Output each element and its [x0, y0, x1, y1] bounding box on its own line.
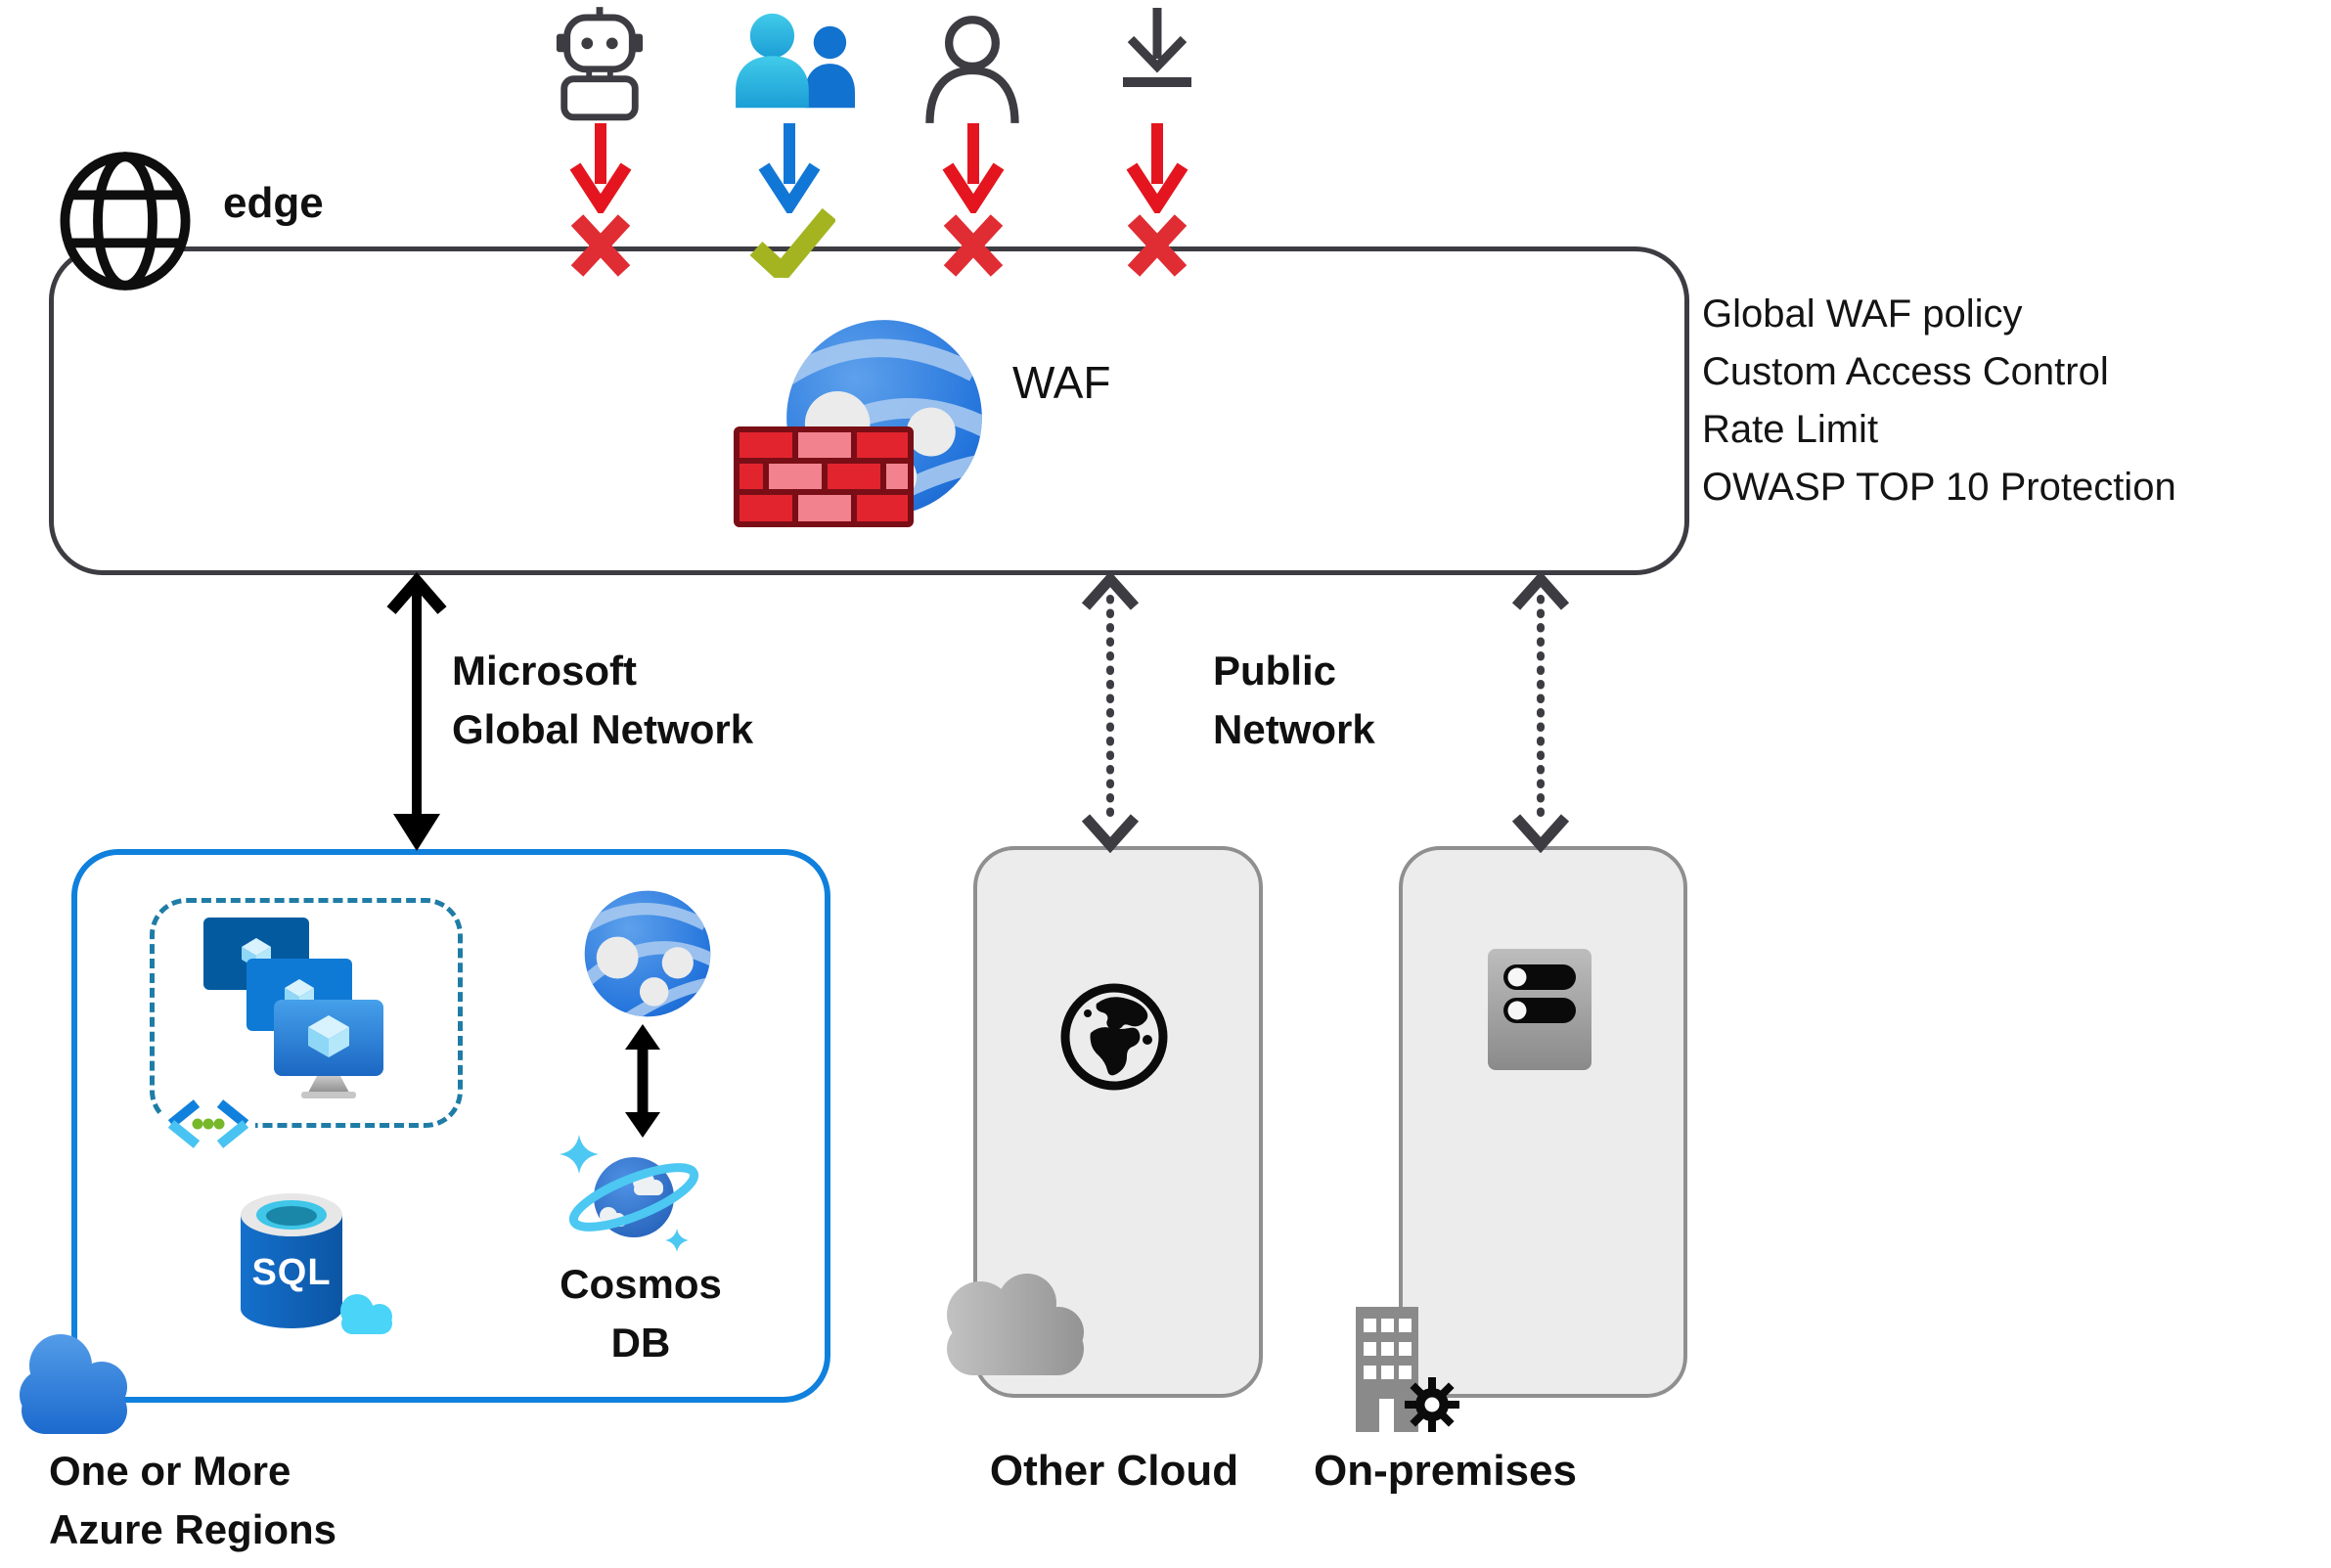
azure-region-label: One or More Azure Regions [49, 1448, 337, 1552]
waf-label: WAF [1012, 357, 1111, 408]
gear-icon [1405, 1377, 1459, 1432]
blocked-arrow-download [1126, 123, 1188, 213]
on-premises-label: On-premises [1314, 1447, 1577, 1495]
users-icon [736, 13, 855, 109]
allowed-check-icon [749, 207, 835, 278]
blocked-x-icon [1127, 214, 1188, 277]
policy-line: OWASP TOP 10 Protection [1702, 466, 2176, 509]
cosmos-db-label: Cosmos DB [560, 1261, 722, 1366]
other-cloud-box [973, 846, 1263, 1398]
bot-icon [556, 7, 644, 121]
blocked-x-icon [943, 214, 1004, 277]
server-icon [1488, 949, 1591, 1070]
allowed-arrow-users [758, 123, 821, 213]
policy-line: Custom Access Control [1702, 350, 2109, 393]
azure-cloud-icon [20, 1334, 127, 1434]
sql-database-icon [241, 1193, 392, 1334]
earth-globe-icon [1060, 983, 1168, 1091]
other-cloud-label: Other Cloud [989, 1447, 1239, 1495]
public-network-arrow-on-premises [1511, 571, 1570, 853]
person-icon [925, 16, 1019, 124]
blocked-arrow-person [942, 123, 1005, 213]
gray-cloud-icon [947, 1274, 1084, 1375]
blocked-arrow-bot [569, 123, 632, 213]
public-network-arrow-other-cloud [1081, 571, 1140, 853]
building-icon [1356, 1307, 1418, 1432]
globe-cosmos-sync-arrow [625, 1024, 660, 1138]
vm-scale-set-dashed-box [150, 898, 463, 1128]
policy-line: Rate Limit [1702, 408, 1879, 451]
public-network-label: Public Network [1213, 648, 1375, 752]
sql-label: SQL [251, 1252, 332, 1293]
front-door-globe-small-icon [584, 890, 711, 1017]
waf-policy-list: Global WAF policy Custom Access Control … [1702, 286, 2176, 516]
firewall-brick-wall-icon [734, 426, 914, 527]
policy-line: Global WAF policy [1702, 292, 2023, 336]
vm-scale-set-icon [203, 918, 383, 1098]
blocked-x-icon [570, 214, 631, 277]
microsoft-network-arrow [386, 571, 447, 851]
on-premises-box [1399, 846, 1687, 1398]
edge-label: edge [223, 179, 324, 227]
edge-globe-icon [60, 152, 191, 291]
microsoft-global-network-label: Microsoft Global Network [452, 648, 754, 752]
download-icon [1123, 8, 1191, 87]
code-brackets-icon [161, 1099, 255, 1148]
cosmos-db-icon [560, 1135, 699, 1252]
